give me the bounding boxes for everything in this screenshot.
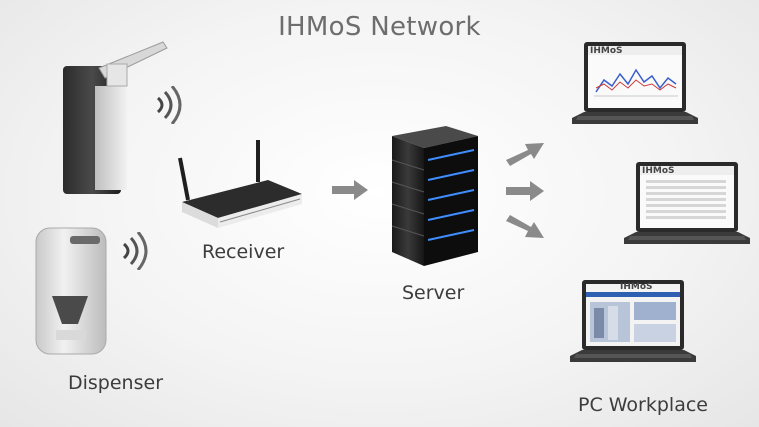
wifi-signal-icon [154,85,188,125]
dispenser-label: Dispenser [68,372,163,394]
laptop-brand: IHMoS [642,166,675,176]
laptop-brand: IHMoS [620,282,653,292]
arrow-right-icon [506,140,546,168]
server-icon [386,124,481,269]
workplace-label: PC Workplace [578,394,708,416]
router-icon [172,136,307,236]
arrow-right-icon [506,213,546,241]
arrow-right-icon [332,179,368,201]
arrow-right-icon [506,180,544,202]
receiver-label: Receiver [202,241,285,263]
laptop-icon: IHMoS [570,40,700,135]
laptop-icon: IHMoS [568,278,698,373]
page-title: IHMoS Network [278,12,481,42]
server-label: Server [402,282,465,304]
laptop-icon: IHMoS [622,160,752,255]
wifi-signal-icon [120,231,154,271]
wall-dispenser [55,38,170,198]
laptop-brand: IHMoS [590,46,623,56]
touchless-dispenser [30,224,110,359]
